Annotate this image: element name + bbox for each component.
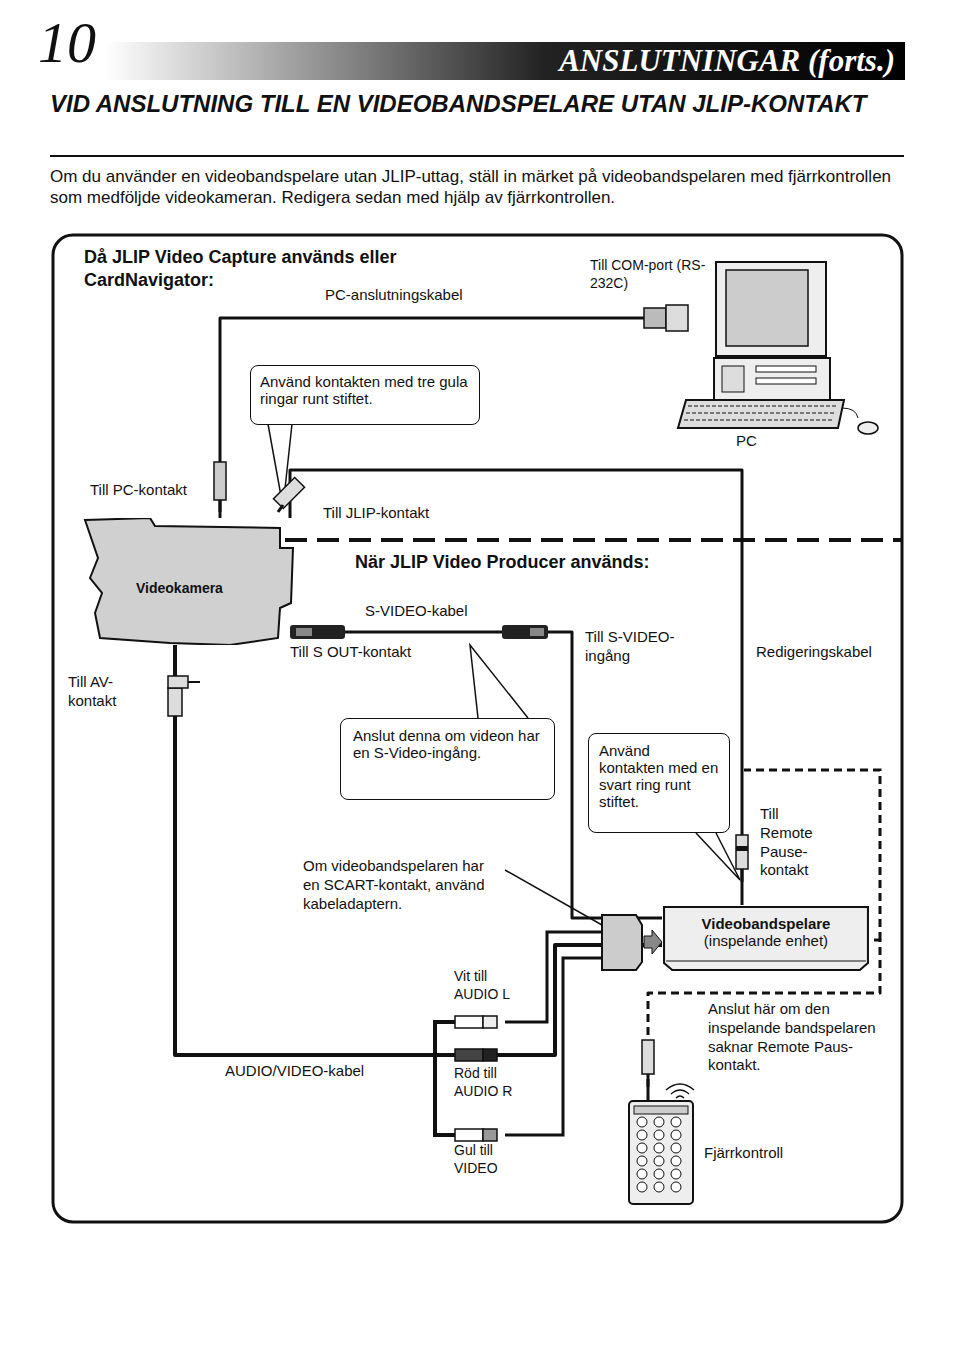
port-label: Till Remote Pause-kontakt (760, 805, 828, 880)
node-label: Fjärrkontroll (704, 1144, 783, 1161)
header-bar (105, 42, 905, 80)
cable-connector (220, 318, 676, 518)
title-rule (50, 155, 904, 157)
page-number: 10 (38, 14, 96, 72)
scart-adapter (602, 915, 662, 970)
pc-illustration-outline (676, 258, 886, 455)
cable-line (220, 318, 676, 518)
plug-label: Gul till VIDEO (454, 1142, 524, 1177)
cable-label: PC-anslutningskabel (322, 286, 466, 305)
node-label: Använd kontakten med en svart ring runt … (599, 742, 719, 810)
cable-connector (290, 470, 742, 905)
cable-line (290, 470, 742, 905)
node-label: Anslut denna om videon har en S-Video-in… (353, 727, 542, 761)
callout-box: Anslut denna om videon har en S-Video-in… (340, 718, 555, 800)
note-text: Anslut här om den inspelande bandspelare… (708, 1000, 893, 1075)
camera-illustration: Videokamera (80, 518, 295, 645)
callout-tails (268, 424, 740, 925)
remote-illustration: Fjärrkontroll (628, 1100, 818, 1206)
pc-illustration: PC (676, 258, 886, 455)
section-heading: Då JLIP Video Capture används eller Card… (84, 246, 484, 291)
node-label: PC (736, 432, 757, 449)
plug-label: Röd till AUDIO R (454, 1065, 534, 1100)
section-divider (285, 538, 903, 542)
cable-label: AUDIO/VIDEO-kabel (222, 1062, 367, 1081)
s-video-plugs (290, 625, 548, 639)
callout-box: Använd kontakten med en svart ring runt … (588, 733, 730, 833)
rca-to-adapter-wires (505, 932, 602, 1135)
callout-box: Använd kontakten med tre gula ringar run… (250, 365, 480, 425)
diagram-frame (53, 235, 902, 1222)
node-sublabel: (inspelande enhet) (662, 932, 870, 949)
port-label: Till JLIP-kontakt (323, 504, 473, 523)
page-title: VID ANSLUTNING TILL EN VIDEOBANDSPELARE … (50, 90, 910, 119)
note-text: Om videobandspelaren har en SCART-kontak… (303, 857, 501, 913)
port-label: Till PC-kontakt (90, 481, 210, 500)
vcr-box: Videobandspelare(inspelande enhet) (662, 905, 870, 972)
jlip-plug (273, 477, 304, 512)
av-plug (168, 676, 200, 716)
remote-pause-plug (736, 835, 748, 882)
node-label: Videokamera (136, 580, 223, 596)
cable-connector (175, 645, 662, 1055)
intro-text: Om du använder en videobandspelare utan … (50, 166, 912, 209)
port-label: Till S-VIDEO-ingång (585, 628, 697, 666)
port-label: Till S OUT-kontakt (290, 643, 450, 662)
port-label: Till COM-port (RS-232C) (590, 257, 708, 292)
node-label: Videobandspelare (662, 905, 870, 932)
port-label: Till AV-kontakt (68, 673, 160, 711)
remote-plug (642, 1040, 694, 1098)
pc-cable-plug (214, 462, 226, 512)
node-label: Använd kontakten med tre gula ringar run… (260, 373, 470, 407)
header-text: ANSLUTNINGAR (forts.) (440, 42, 895, 80)
plug-label: Vit till AUDIO L (454, 968, 534, 1003)
section-heading: När JLIP Video Producer används: (355, 551, 735, 574)
cable-line (175, 645, 662, 1055)
av-split-wires (435, 1022, 455, 1135)
cable-label: S-VIDEO-kabel (362, 602, 471, 621)
cable-label: Redigeringskabel (753, 643, 875, 662)
pc-plug (644, 305, 688, 331)
